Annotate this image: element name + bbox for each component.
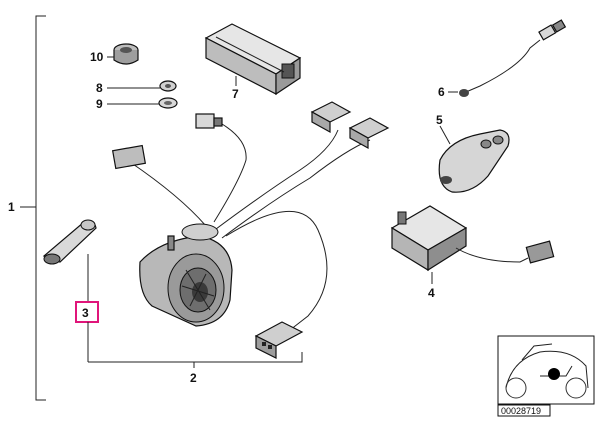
callout-3-highlight-box [75, 301, 99, 323]
part-5-remote-key-fob[interactable] [438, 129, 510, 193]
part-2-wiring-harness[interactable] [111, 101, 390, 359]
callout-3: 3 [82, 306, 89, 320]
callout-6: 6 [438, 85, 445, 99]
assembly-bracket [20, 15, 46, 401]
part-4-receiver-module[interactable] [390, 205, 555, 272]
part-10-grommet[interactable] [113, 43, 139, 65]
callout-9: 9 [96, 97, 103, 111]
callout-2: 2 [190, 371, 197, 385]
reference-number: 00028719 [501, 406, 541, 416]
part-9-washer[interactable] [158, 97, 178, 109]
part-8-nut[interactable] [159, 80, 177, 92]
location-thumbnail [497, 335, 595, 405]
location-marker-icon [548, 368, 560, 380]
part-3-sleeve[interactable] [42, 219, 97, 265]
callout-7: 7 [232, 87, 239, 101]
part-7-control-unit[interactable] [204, 23, 302, 96]
callout-8: 8 [96, 81, 103, 95]
callout-10: 10 [90, 50, 104, 64]
callout-5: 5 [436, 113, 443, 127]
callout-4: 4 [428, 286, 435, 300]
part-6-sensor-cable[interactable] [459, 19, 567, 97]
callout-1: 1 [8, 200, 15, 214]
